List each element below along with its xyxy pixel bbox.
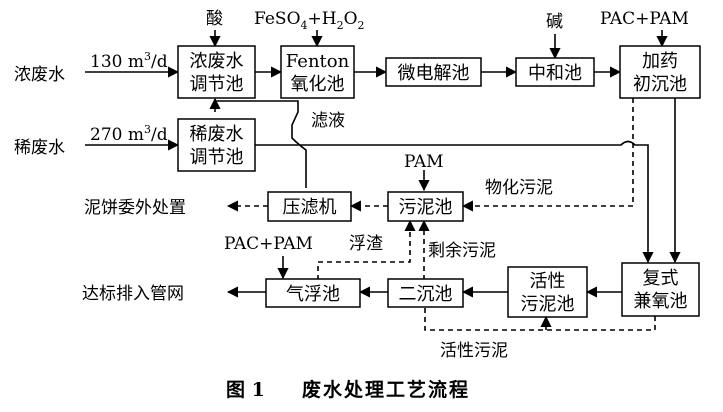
pacpam-top-label: PAC+PAM <box>600 9 689 29</box>
activated-sludge-tank: 活性 污泥池 <box>507 266 588 318</box>
anoxic-tank: 复式 兼氧池 <box>621 262 700 317</box>
anoxic-line1: 复式 <box>643 268 679 289</box>
dilute-tank-line2: 调节池 <box>190 147 244 168</box>
excess-sludge-label: 剩余污泥 <box>428 241 496 261</box>
micro-electrolysis-tank: 微电解池 <box>385 57 482 87</box>
sludge-tank-label: 污泥池 <box>399 197 453 218</box>
primary-line2: 初沉池 <box>633 74 687 95</box>
conc-tank-line1: 浓废水 <box>190 51 244 72</box>
conc-flow-label: 130 m3/d <box>90 50 168 72</box>
secondary-label: 二沉池 <box>399 284 453 305</box>
neutral-label: 中和池 <box>528 63 582 84</box>
dilute-flow-label: 270 m3/d <box>90 123 168 145</box>
fenton-oxidation-tank: Fenton 氧化池 <box>280 45 355 99</box>
dilute-to-anoxic-line <box>255 140 654 264</box>
sludge-tank: 污泥池 <box>387 191 464 222</box>
fenton-line1: Fenton <box>286 51 350 72</box>
scum-line <box>317 219 416 280</box>
air-float-label: 气浮池 <box>286 284 340 305</box>
filtrate-label: 滤液 <box>311 111 345 131</box>
alkali-label: 碱 <box>546 12 563 32</box>
scum-label: 浮渣 <box>349 234 383 254</box>
primary-sedimentation-tank: 加药 初沉池 <box>619 45 701 99</box>
activated-line2: 污泥池 <box>521 294 575 315</box>
filtrate-line <box>214 100 307 188</box>
cake-disposal-label: 泥饼委外处置 <box>84 198 186 218</box>
micro-label: 微电解池 <box>398 63 470 84</box>
dilute-tank-line1: 稀废水 <box>190 124 244 145</box>
primary-line1: 加药 <box>642 51 678 72</box>
filter-press-label: 压滤机 <box>283 197 337 218</box>
figure-title: 废水处理工艺流程 <box>302 378 470 401</box>
secondary-clarifier: 二沉池 <box>387 278 464 308</box>
neutralization-tank: 中和池 <box>515 57 595 87</box>
conc-tank-line2: 调节池 <box>190 74 244 95</box>
physchem-sludge-line <box>461 98 634 212</box>
conc-equalization-tank: 浓废水 调节池 <box>177 45 256 99</box>
pam-label: PAM <box>404 152 444 172</box>
activated-line1: 活性 <box>530 271 566 292</box>
pacpam-bottom-label: PAC+PAM <box>224 234 313 254</box>
physchem-sludge-label: 物化污泥 <box>485 178 553 198</box>
fenton-line2: 氧化池 <box>291 74 345 95</box>
dilute-water-label: 稀废水 <box>14 138 65 158</box>
fenton-reagent-label: FeSO4+H2O2 <box>254 9 365 32</box>
anoxic-line2: 兼氧池 <box>634 291 688 312</box>
figure-number: 图 1 <box>226 379 265 401</box>
discharge-label: 达标排入管网 <box>82 284 184 304</box>
dilute-equalization-tank: 稀废水 调节池 <box>177 118 256 172</box>
activated-sludge-label: 活性污泥 <box>440 341 508 361</box>
return-sludge-base <box>424 305 656 331</box>
air-flotation-tank: 气浮池 <box>265 278 361 308</box>
acid-label: 酸 <box>206 9 223 29</box>
conc-water-label: 浓废水 <box>14 65 65 85</box>
filter-press: 压滤机 <box>267 191 352 222</box>
